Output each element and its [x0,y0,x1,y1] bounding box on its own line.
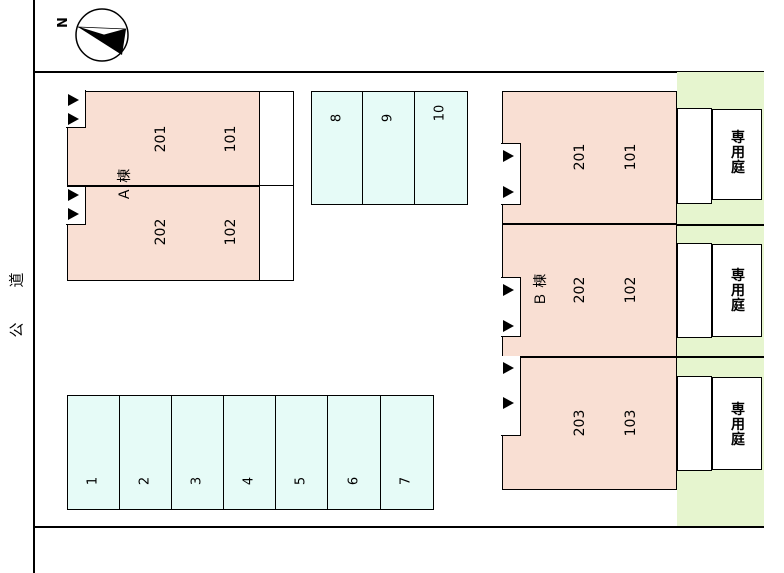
road-label-2: 道 [7,272,26,288]
parking-space-3 [171,395,225,510]
garden-box-1 [712,109,762,200]
garden-divider-1 [677,224,764,226]
parking-label-7: 7 [398,476,414,486]
building-a-balcony-1 [259,91,294,187]
garden-box-3 [712,377,762,470]
entrance-arrow-icon [503,397,514,409]
garden-box-2 [712,244,762,337]
parking-label-4: 4 [241,476,257,486]
entrance-arrow-icon [68,94,79,106]
unit-b-103: 103 [623,409,639,437]
site-bottom-line [33,526,764,528]
building-b-balcony-2 [677,243,712,338]
parking-label-5: 5 [293,476,309,486]
entrance-arrow-icon [503,150,514,162]
entrance-arrow-icon [503,186,514,198]
compass-icon [75,8,129,62]
parking-space-2 [119,395,173,510]
building-b-balcony-1 [677,108,712,204]
building-b-divider-1 [502,223,677,225]
parking-label-2: 2 [137,476,153,486]
parking-label-9: 9 [380,113,396,123]
parking-space-1 [67,395,121,510]
parking-space-8 [311,91,364,205]
entrance-arrow-icon [68,208,79,220]
parking-label-6: 6 [346,476,362,486]
site-top-line [33,71,764,73]
building-b-label: Ｂ 棟 [533,273,549,307]
garden-label-1: 専用庭 [729,129,745,175]
parking-space-9 [362,91,416,205]
unit-b-202: 202 [572,276,588,304]
entrance-arrow-icon [68,189,79,201]
parking-space-10 [414,91,468,205]
building-b [502,91,677,490]
unit-b-102: 102 [623,276,639,304]
building-b-entrance-notch-3 [501,356,521,436]
building-b-divider-2 [502,356,677,358]
compass [74,7,130,63]
unit-a-202: 202 [153,218,169,246]
building-b-balcony-3 [677,376,712,471]
parking-space-6 [327,395,382,510]
parking-label-8: 8 [329,113,345,123]
building-a-label: Ａ 棟 [117,168,133,202]
parking-space-5 [275,395,329,510]
unit-a-102: 102 [223,218,239,246]
parking-space-4 [223,395,277,510]
entrance-arrow-icon [503,362,514,374]
unit-b-201: 201 [572,143,588,171]
unit-a-201: 201 [153,125,169,153]
entrance-arrow-icon [68,113,79,125]
road-edge-line [33,71,35,573]
garden-label-2: 専用庭 [729,267,745,313]
north-label: N [55,17,71,28]
parking-space-7 [380,395,434,510]
parking-label-3: 3 [189,476,205,486]
road-edge-upper [33,0,35,71]
unit-a-101: 101 [223,125,239,153]
entrance-arrow-icon [503,284,514,296]
road-label-1: 公 [7,322,26,338]
building-a-balcony-2 [259,185,294,281]
garden-label-3: 専用庭 [729,401,745,447]
unit-b-101: 101 [623,143,639,171]
building-a-divider [67,185,260,187]
garden-divider-2 [677,356,764,358]
parking-label-1: 1 [85,476,101,486]
parking-label-10: 10 [432,104,448,122]
unit-b-203: 203 [572,409,588,437]
entrance-arrow-icon [503,320,514,332]
